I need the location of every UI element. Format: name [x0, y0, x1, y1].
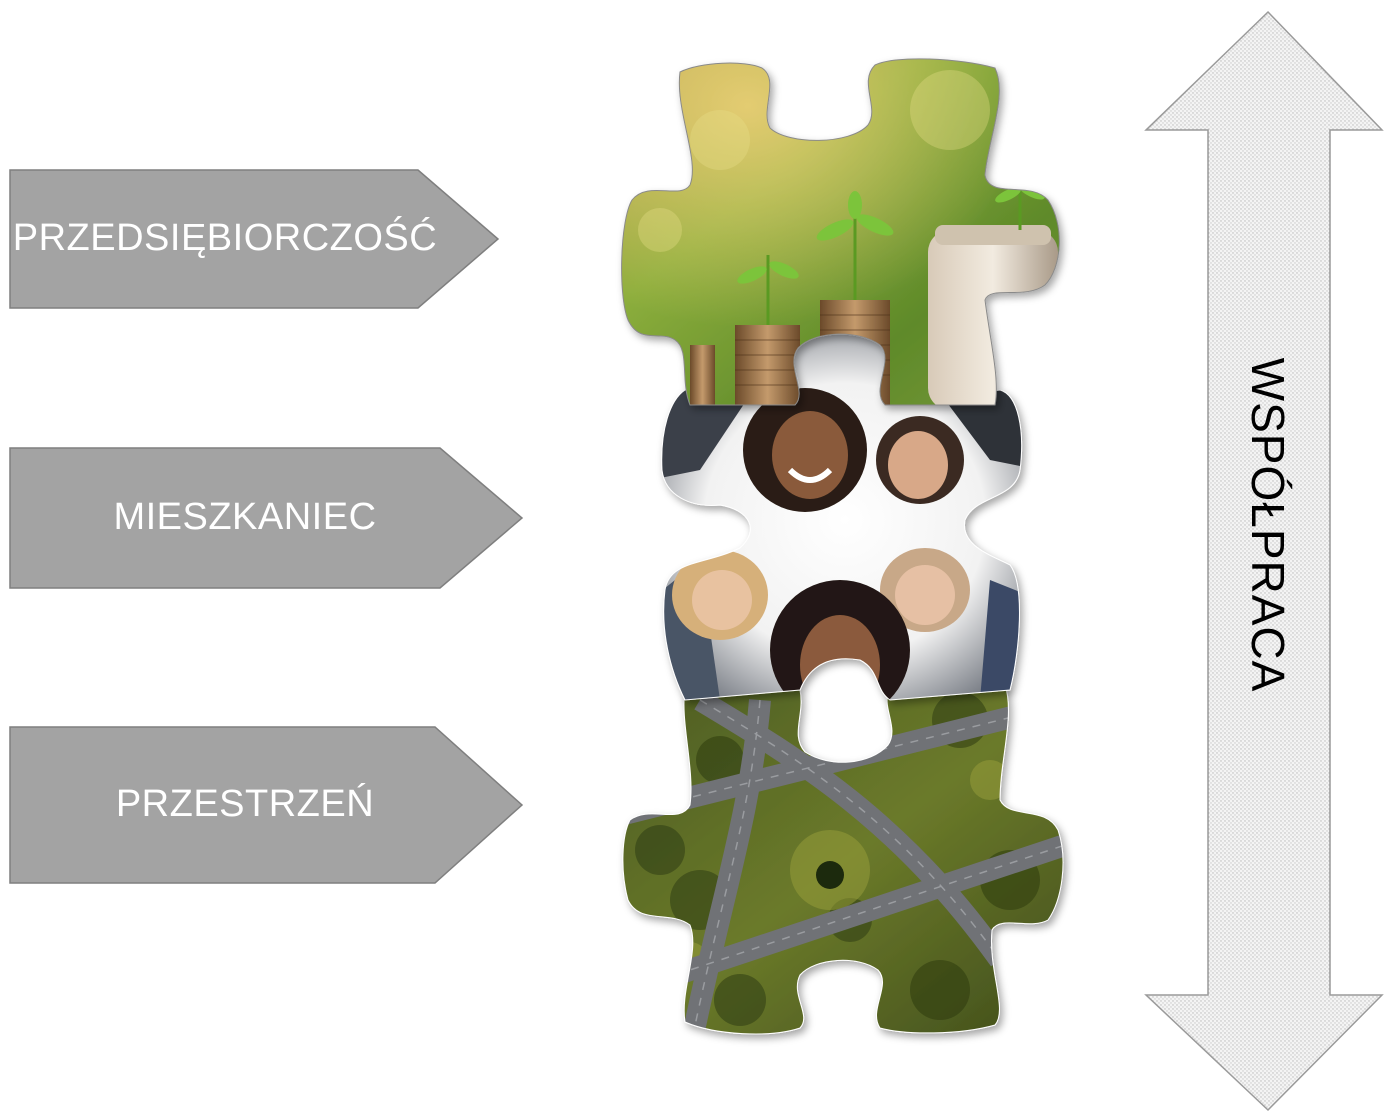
wspolpraca-label: WSPÓŁPRACA — [1242, 357, 1294, 693]
label-przedsiebiorczosc-shape — [9, 169, 500, 309]
label-mieszkaniec-text: MIESZKANIEC — [113, 496, 377, 538]
label-mieszkaniec-shape — [9, 447, 524, 589]
puzzle-piece-highway-image — [622, 684, 1064, 1035]
label-przestrzen-text: PRZESTRZEŃ — [115, 783, 375, 825]
double-arrow-vertical — [1144, 10, 1384, 1112]
label-przestrzen-shape — [9, 726, 524, 884]
label-przedsiebiorczosc-text: PRZEDSIĘBIORCZOŚĆ — [12, 217, 438, 259]
